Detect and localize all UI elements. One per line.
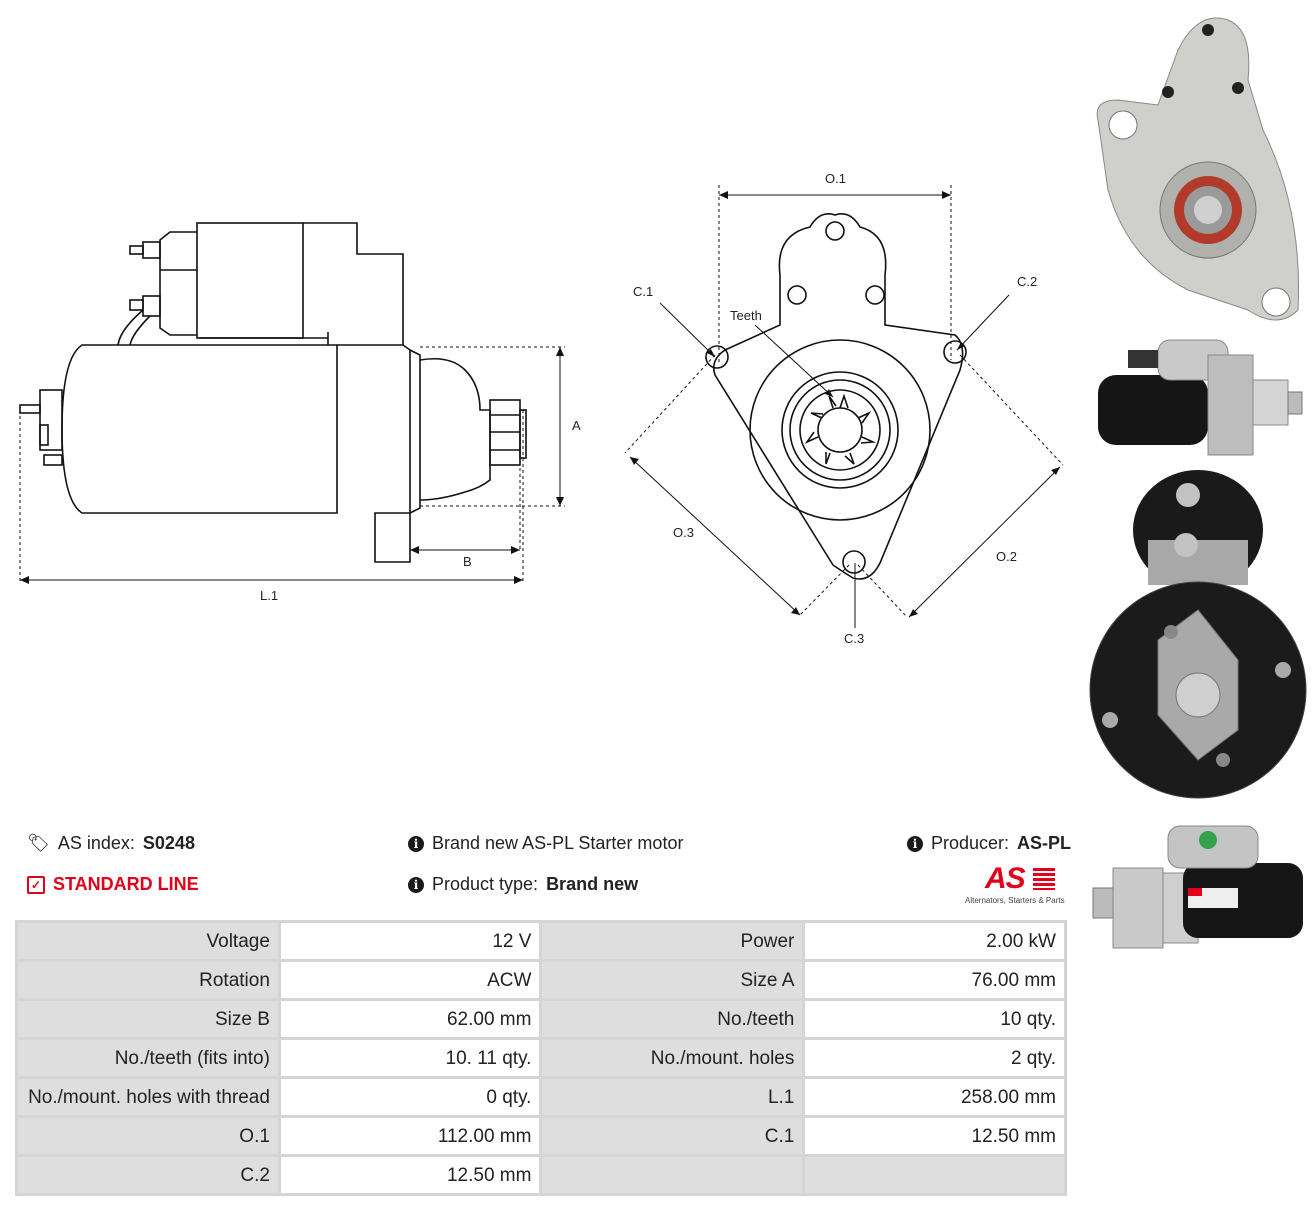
spec-value: 258.00 mm (805, 1079, 1064, 1115)
tags-icon: 🏷 (27, 833, 50, 853)
table-row: No./teeth (fits into)10. 11 qty.No./moun… (18, 1040, 1064, 1076)
spec-label (542, 1157, 803, 1193)
product-photo-front[interactable] (1088, 10, 1308, 330)
spec-value: 12.50 mm (280, 1157, 540, 1193)
dim-label-o2: O.2 (996, 549, 1017, 564)
spec-value: 62.00 mm (280, 1001, 540, 1037)
standard-line: ✓ STANDARD LINE (27, 874, 199, 895)
product-type-label: Product type: (432, 874, 539, 894)
spec-value (805, 1157, 1064, 1193)
spec-label: Rotation (18, 962, 278, 998)
product-type: i Product type: Brand new (408, 874, 638, 895)
info-icon: i (907, 835, 923, 852)
as-index-label: AS index: (57, 833, 135, 853)
producer-label: Producer: (931, 833, 1010, 853)
spec-value: 10. 11 qty. (280, 1040, 540, 1076)
front-view-drawing: O.1 O.3 O.2 C.1 C.2 C.3 Teeth (624, 171, 1064, 646)
standard-line-label: STANDARD LINE (53, 874, 199, 894)
product-photo-label-side[interactable] (1088, 818, 1308, 958)
spec-value: 2 qty. (805, 1040, 1064, 1076)
product-photo-side[interactable] (1088, 330, 1308, 465)
product-photo-rear[interactable] (1088, 470, 1308, 810)
side-view-drawing: A B L.1 (19, 222, 581, 603)
dim-label-l1: L.1 (260, 588, 278, 603)
dim-label-c3: C.3 (844, 631, 864, 646)
spec-label: No./mount. holes (542, 1040, 803, 1076)
dim-label-c1: C.1 (633, 284, 653, 299)
dim-label-teeth: Teeth (730, 308, 762, 323)
spec-label: Size A (542, 962, 803, 998)
description-text: Brand new AS-PL Starter motor (432, 833, 684, 853)
spec-value: 0 qty. (280, 1079, 540, 1115)
dim-label-b: B (463, 554, 472, 569)
producer: i Producer: AS-PL (907, 833, 1071, 854)
logo-stripes (1033, 868, 1055, 890)
spec-value: 112.00 mm (280, 1118, 540, 1154)
spec-value: 76.00 mm (805, 962, 1064, 998)
spec-label: No./mount. holes with thread (18, 1079, 278, 1115)
logo-text: AS (985, 862, 1026, 895)
spec-label: No./teeth (542, 1001, 803, 1037)
spec-label: Voltage (18, 923, 278, 959)
spec-label: L.1 (542, 1079, 803, 1115)
spec-value: ACW (280, 962, 540, 998)
as-index: 🏷 AS index: S0248 (27, 833, 195, 854)
checkbox-checked-icon: ✓ (27, 875, 45, 894)
spec-label: O.1 (18, 1118, 278, 1154)
spec-label: C.2 (18, 1157, 278, 1193)
dim-label-o1: O.1 (825, 171, 846, 186)
spec-value: 2.00 kW (805, 923, 1064, 959)
spec-value: 10 qty. (805, 1001, 1064, 1037)
spec-label: C.1 (542, 1118, 803, 1154)
spec-label: No./teeth (fits into) (18, 1040, 278, 1076)
spec-label: Power (542, 923, 803, 959)
as-pl-logo: AS Alternators, Starters & Parts (963, 862, 1073, 908)
info-icon: i (408, 835, 424, 852)
spec-label: Size B (18, 1001, 278, 1037)
info-icon: i (408, 876, 424, 893)
producer-value: AS-PL (1017, 833, 1072, 853)
product-type-value: Brand new (546, 874, 639, 894)
dim-label-c2: C.2 (1017, 274, 1037, 289)
dim-label-o3: O.3 (673, 525, 694, 540)
logo-tagline: Alternators, Starters & Parts (965, 896, 1065, 905)
as-index-value: S0248 (142, 833, 195, 853)
product-description: i Brand new AS-PL Starter motor (408, 833, 683, 854)
spec-value: 12.50 mm (805, 1118, 1064, 1154)
dim-label-a: A (572, 418, 581, 433)
spec-value: 12 V (280, 923, 540, 959)
